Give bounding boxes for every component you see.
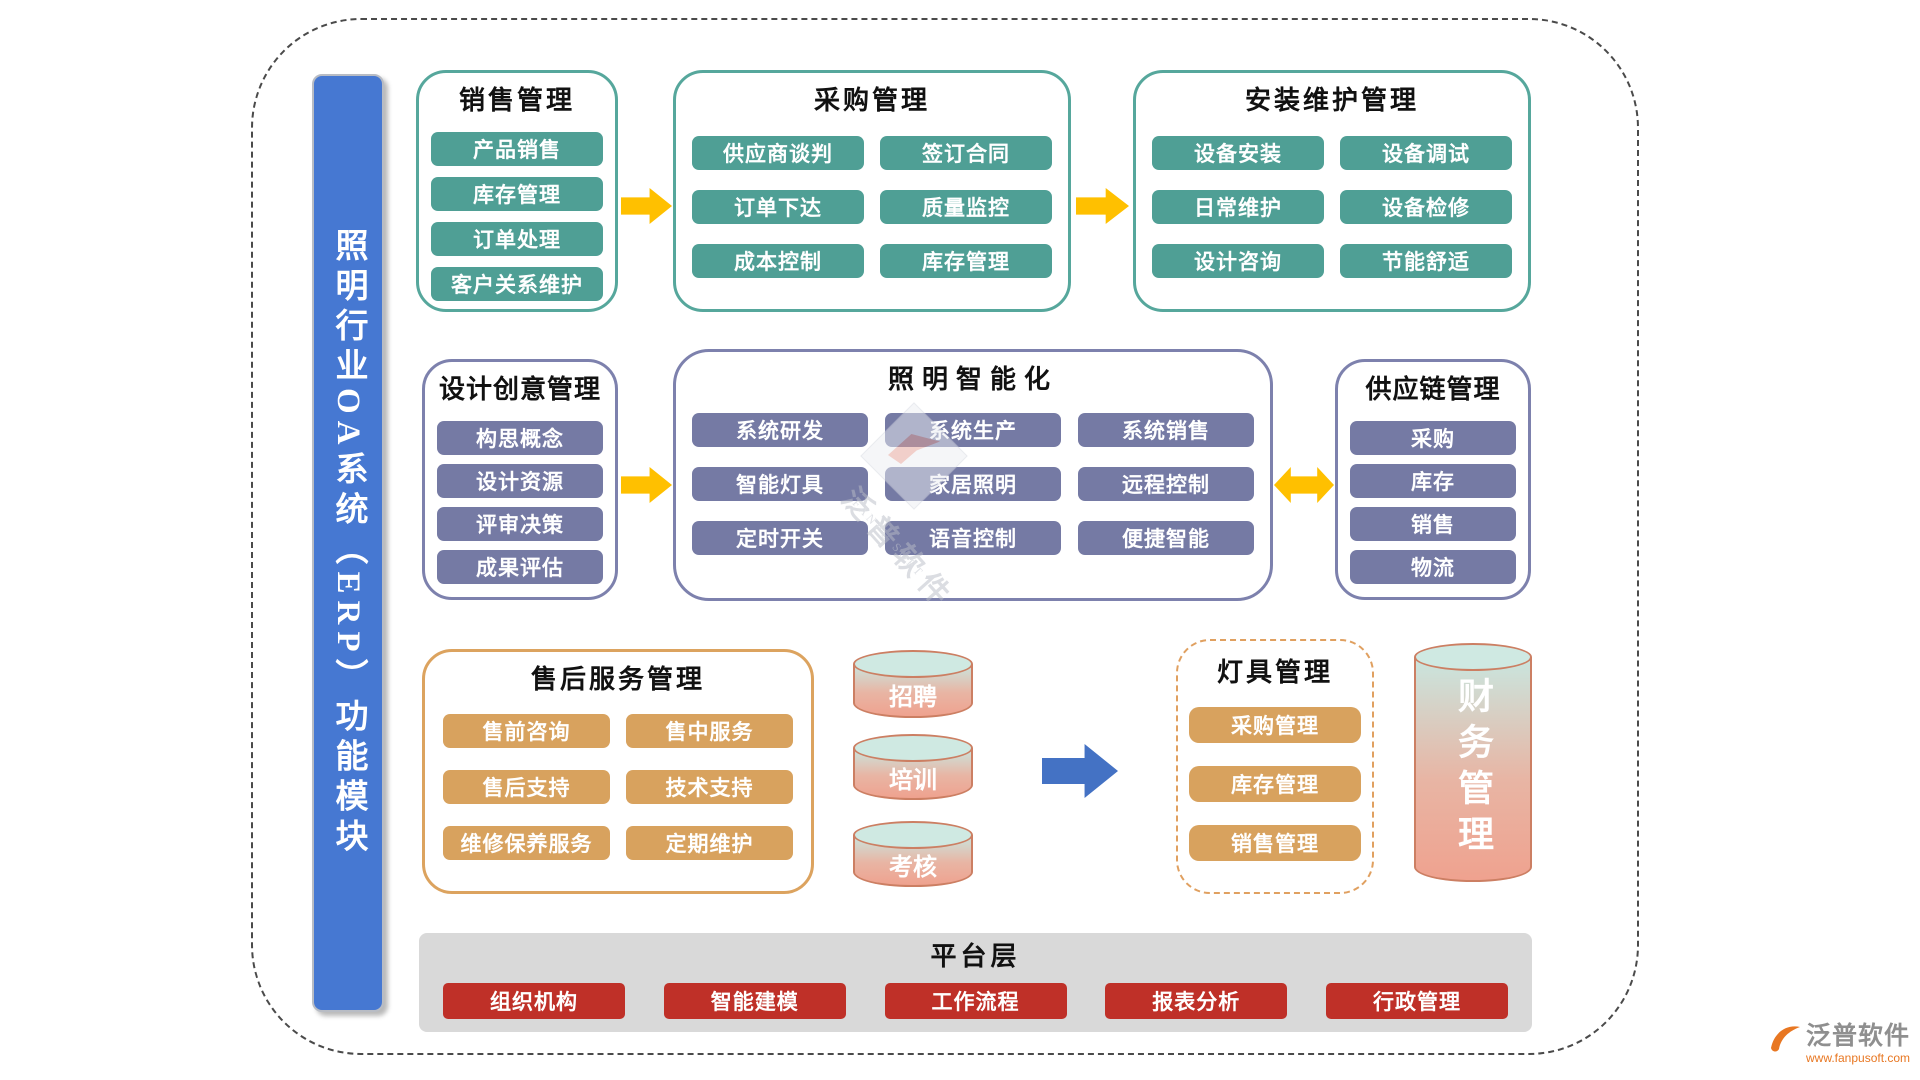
cylinder-assessment: 考核 bbox=[853, 821, 973, 887]
brand-url: www.fanpusoft.com bbox=[1806, 1051, 1911, 1065]
panel-aftersales-service: 售后服务管理 售前咨询 售中服务 售后支持 技术支持 维修保养服务 定期维护 bbox=[422, 649, 814, 894]
node-supplier-negotiation: 供应商谈判 bbox=[692, 136, 864, 170]
node-technical-support: 技术支持 bbox=[626, 770, 793, 804]
procurement-items: 供应商谈判 签订合同 订单下达 质量监控 成本控制 库存管理 bbox=[676, 119, 1068, 278]
node-organization: 组织机构 bbox=[443, 983, 625, 1019]
panel-design-title: 设计创意管理 bbox=[438, 375, 601, 404]
node-equipment-overhaul: 设备检修 bbox=[1340, 190, 1512, 224]
node-aftersale-support: 售后支持 bbox=[443, 770, 610, 804]
cylinder-recruitment-label: 招聘 bbox=[889, 684, 937, 711]
panel-sales-management: 销售管理 产品销售 库存管理 订单处理 客户关系维护 bbox=[416, 70, 618, 312]
platform-items: 组织机构 智能建模 工作流程 报表分析 行政管理 bbox=[419, 975, 1532, 1019]
cylinder-training-label: 培训 bbox=[889, 767, 937, 794]
node-lamp-purchase-management: 采购管理 bbox=[1189, 707, 1361, 743]
panel-smart-title: 照明智能化 bbox=[887, 365, 1058, 394]
cylinder-finance: 财务管理 bbox=[1414, 643, 1532, 882]
node-logistics: 物流 bbox=[1350, 550, 1516, 584]
node-equipment-debug: 设备调试 bbox=[1340, 136, 1512, 170]
node-inventory-management-2: 库存管理 bbox=[880, 244, 1052, 278]
panel-procurement-management: 采购管理 供应商谈判 签订合同 订单下达 质量监控 成本控制 库存管理 bbox=[673, 70, 1071, 312]
node-convenient-smart: 便捷智能 bbox=[1078, 521, 1254, 555]
node-customer-relationship: 客户关系维护 bbox=[431, 267, 603, 301]
panel-supply-chain: 供应链管理 采购 库存 销售 物流 bbox=[1335, 359, 1531, 600]
node-review-decision: 评审决策 bbox=[437, 507, 603, 541]
node-inventory: 库存 bbox=[1350, 464, 1516, 498]
node-repair-maintenance-service: 维修保养服务 bbox=[443, 826, 610, 860]
node-smart-lamps: 智能灯具 bbox=[692, 467, 868, 501]
node-design-resources: 设计资源 bbox=[437, 464, 603, 498]
node-order-processing: 订单处理 bbox=[431, 222, 603, 256]
cylinder-training: 培训 bbox=[853, 734, 973, 800]
panel-smart-lighting: 照明智能化 系统研发 系统生产 系统销售 智能灯具 家居照明 远程控制 定时开关… bbox=[673, 349, 1273, 601]
node-design-consulting: 设计咨询 bbox=[1152, 244, 1324, 278]
node-energy-comfort: 节能舒适 bbox=[1340, 244, 1512, 278]
system-title: 照明行业OA系统（ERP）功能模块 bbox=[330, 227, 366, 859]
panel-aftersales-title: 售后服务管理 bbox=[530, 665, 705, 694]
platform-title: 平台层 bbox=[930, 942, 1021, 971]
node-sales: 销售 bbox=[1350, 507, 1516, 541]
node-smart-modeling: 智能建模 bbox=[663, 983, 846, 1019]
node-quality-monitoring: 质量监控 bbox=[880, 190, 1052, 224]
design-items: 构思概念 设计资源 评审决策 成果评估 bbox=[425, 408, 615, 584]
cylinder-assessment-label: 考核 bbox=[889, 854, 937, 881]
panel-lamp-title: 灯具管理 bbox=[1216, 658, 1333, 687]
panel-procurement-title: 采购管理 bbox=[813, 86, 930, 115]
brand-text-block: 泛普软件 www.fanpusoft.com bbox=[1806, 1022, 1910, 1065]
node-result-evaluation: 成果评估 bbox=[437, 550, 603, 584]
node-lamp-inventory-management: 库存管理 bbox=[1189, 766, 1361, 802]
panel-install-title: 安装维护管理 bbox=[1244, 86, 1419, 115]
node-lamp-sales-management: 销售管理 bbox=[1189, 825, 1361, 861]
node-order-release: 订单下达 bbox=[692, 190, 864, 224]
node-remote-control: 远程控制 bbox=[1078, 467, 1254, 501]
node-contract-signing: 签订合同 bbox=[880, 136, 1052, 170]
node-system-rnd: 系统研发 bbox=[692, 413, 868, 447]
node-system-sales: 系统销售 bbox=[1078, 413, 1254, 447]
node-presale-consulting: 售前咨询 bbox=[443, 714, 610, 748]
diagram-outer-border bbox=[251, 18, 1639, 1055]
node-concept-idea: 构思概念 bbox=[437, 421, 603, 455]
node-voice-control: 语音控制 bbox=[885, 521, 1061, 555]
node-equipment-install: 设备安装 bbox=[1152, 136, 1324, 170]
node-product-sales: 产品销售 bbox=[431, 132, 603, 166]
cylinder-finance-label: 财务管理 bbox=[1453, 676, 1493, 861]
lamp-items: 采购管理 库存管理 销售管理 bbox=[1178, 691, 1372, 861]
panel-supply-title: 供应链管理 bbox=[1365, 375, 1501, 404]
node-daily-maintenance: 日常维护 bbox=[1152, 190, 1324, 224]
panel-install-maintenance: 安装维护管理 设备安装 设备调试 日常维护 设备检修 设计咨询 节能舒适 bbox=[1133, 70, 1531, 312]
node-purchasing: 采购 bbox=[1350, 421, 1516, 455]
platform-layer: 平台层 组织机构 智能建模 工作流程 报表分析 行政管理 bbox=[419, 933, 1532, 1032]
supply-items: 采购 库存 销售 物流 bbox=[1338, 408, 1528, 584]
node-periodic-maintenance: 定期维护 bbox=[626, 826, 793, 860]
system-title-banner: 照明行业OA系统（ERP）功能模块 bbox=[312, 74, 384, 1012]
node-timer-switch: 定时开关 bbox=[692, 521, 868, 555]
node-inventory-management: 库存管理 bbox=[431, 177, 603, 211]
node-home-lighting: 家居照明 bbox=[885, 467, 1061, 501]
brand-name: 泛普软件 bbox=[1806, 1022, 1911, 1050]
node-workflow: 工作流程 bbox=[884, 983, 1067, 1019]
node-cost-control: 成本控制 bbox=[692, 244, 864, 278]
node-admin-management: 行政管理 bbox=[1326, 983, 1508, 1019]
brand-footer: 泛普软件 www.fanpusoft.com bbox=[1768, 1022, 1910, 1065]
fanpu-logo-icon bbox=[1771, 1026, 1800, 1052]
node-report-analysis: 报表分析 bbox=[1105, 983, 1288, 1019]
cylinder-recruitment: 招聘 bbox=[853, 650, 973, 718]
aftersales-items: 售前咨询 售中服务 售后支持 技术支持 维修保养服务 定期维护 bbox=[425, 698, 811, 860]
install-items: 设备安装 设备调试 日常维护 设备检修 设计咨询 节能舒适 bbox=[1136, 119, 1528, 278]
panel-design-creative: 设计创意管理 构思概念 设计资源 评审决策 成果评估 bbox=[422, 359, 618, 600]
node-system-production: 系统生产 bbox=[885, 413, 1061, 447]
panel-sales-title: 销售管理 bbox=[458, 86, 575, 115]
panel-lamp-management: 灯具管理 采购管理 库存管理 销售管理 bbox=[1176, 639, 1374, 894]
sales-items: 产品销售 库存管理 订单处理 客户关系维护 bbox=[419, 119, 615, 301]
node-insale-service: 售中服务 bbox=[626, 714, 793, 748]
smart-items: 系统研发 系统生产 系统销售 智能灯具 家居照明 远程控制 定时开关 语音控制 … bbox=[676, 398, 1270, 555]
